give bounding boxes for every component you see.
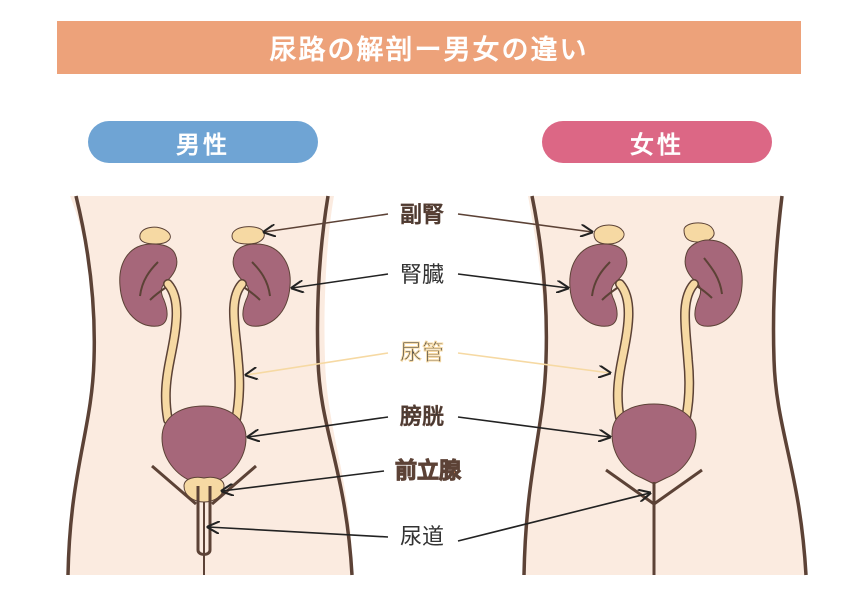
female-kidney-right [684, 239, 743, 327]
arrow-prostate-male [222, 470, 385, 491]
female-bladder [611, 403, 697, 485]
label-urethra: 尿道 [400, 525, 444, 550]
male-ureter-right [230, 280, 246, 424]
female-body-outline-left [522, 195, 549, 576]
male-adrenal-right [231, 226, 265, 245]
male-adrenal-left [139, 226, 171, 245]
label-adrenal: 副腎 [400, 203, 444, 228]
female-body-skin [524, 196, 806, 575]
arrow-ureter-female [457, 352, 610, 373]
label-bladder: 膀胱 [400, 405, 444, 430]
female-figure [522, 195, 808, 576]
label-prostate: 前立腺 [395, 458, 462, 484]
title-banner: 尿路の解剖ー男女の違い [57, 21, 801, 74]
label-ureter: 尿管 [400, 341, 444, 366]
male-ureter-left [162, 280, 180, 424]
female-label: 女性 [630, 130, 684, 159]
arrow-adrenal-female [457, 213, 592, 232]
arrow-urethra-female [457, 493, 650, 542]
female-adrenal-right [683, 222, 715, 243]
arrow-bladder-male [248, 416, 389, 437]
male-body-outline-left [66, 195, 97, 576]
female-adrenal-left [593, 224, 625, 245]
male-badge: 男性 [88, 121, 318, 163]
male-kidney-left [119, 243, 178, 327]
female-body-outline-right [771, 195, 808, 576]
arrow-kidney-female [457, 273, 568, 288]
label-kidney: 腎臓 [400, 263, 444, 288]
arrow-bladder-female [457, 416, 610, 437]
arrow-kidney-male [292, 273, 389, 288]
female-ureter-right [681, 280, 698, 422]
female-ureter-left [614, 280, 632, 422]
arrow-urethra-male [208, 527, 389, 538]
male-body-outline-right [315, 195, 354, 576]
leader-arrows [208, 213, 650, 542]
arrow-ureter-male [246, 352, 389, 375]
male-figure [66, 195, 354, 576]
labels: 副腎 腎臓 尿管 膀胱 前立腺 尿道 [394, 203, 462, 551]
male-label: 男性 [176, 130, 230, 159]
arrow-adrenal-male [264, 213, 389, 232]
page-title: 尿路の解剖ー男女の違い [269, 35, 589, 66]
female-badge: 女性 [542, 121, 772, 163]
